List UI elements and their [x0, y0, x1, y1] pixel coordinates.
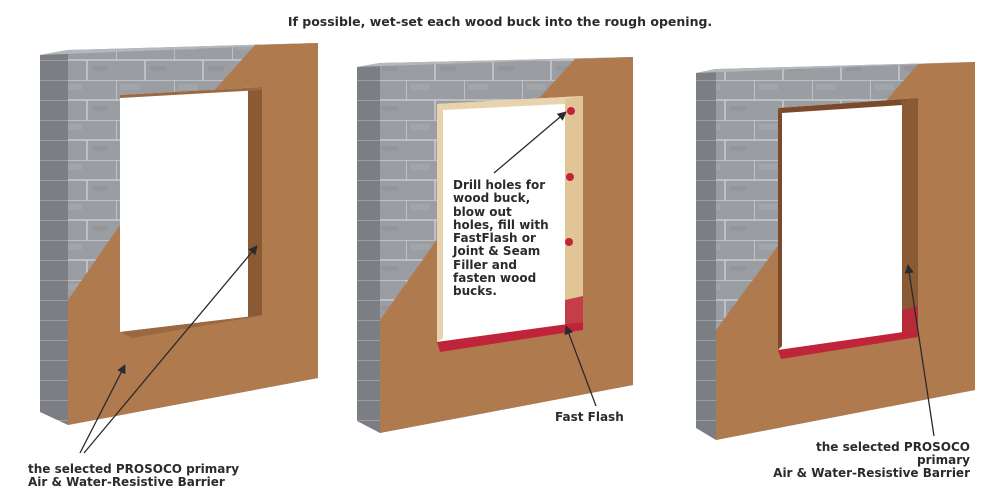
rough-opening: [437, 96, 583, 342]
leader-arrow-fastflash: [564, 325, 597, 407]
wood-buck-left: [437, 104, 443, 342]
jamb-right-return: [248, 87, 262, 318]
wall-top-edge: [696, 62, 975, 73]
wood-buck-head: [437, 96, 583, 110]
panel-1: [40, 43, 318, 425]
fast-flash-sill: [778, 330, 918, 359]
leader-arrow-left-1: [79, 364, 126, 454]
buck-right-covered: [902, 98, 918, 334]
note-line: bucks.: [453, 284, 497, 299]
filled-hole-3: [565, 238, 573, 246]
fast-flash-corner: [565, 296, 583, 330]
note-line: Drill holes for: [453, 178, 546, 192]
filled-hole-1: [567, 107, 575, 115]
label-line: Air & Water-Resistive Barrier: [773, 466, 970, 480]
wall-side-face: [357, 63, 380, 433]
drill-holes-note: Drill holes for wood buck, blow out hole…: [453, 178, 573, 299]
leader-arrow-drill: [493, 111, 567, 174]
note-line: Joint & Seam: [453, 244, 541, 259]
filled-hole-2: [566, 173, 574, 181]
note-line: holes, fill with: [453, 217, 549, 232]
wood-buck-right: [565, 96, 583, 326]
wall-side-face: [696, 69, 716, 440]
heading: If possible, wet-set each wood buck into…: [287, 14, 713, 29]
note-line: FastFlash or: [453, 231, 536, 246]
head-return: [120, 87, 262, 98]
rough-opening: [778, 98, 918, 350]
leader-arrow-left-2: [83, 245, 258, 454]
rough-opening: [120, 87, 262, 332]
fast-flash-sill: [437, 322, 583, 352]
note-line: blow out: [453, 204, 512, 219]
note-line: Filler and: [453, 257, 518, 272]
wall-top-edge: [40, 43, 318, 55]
fast-flash-corner: [902, 306, 918, 337]
buck-head-covered: [778, 98, 918, 113]
note-line: fasten wood: [453, 271, 537, 286]
panel-2: [357, 57, 633, 433]
label-line: the selected PROSOCO primary: [28, 462, 240, 476]
label-line: the selected PROSOCO primary: [816, 440, 970, 467]
note-line: wood buck,: [453, 191, 531, 206]
sill-return: [120, 315, 262, 338]
label-line: Air & Water-Resistive Barrier: [28, 475, 225, 489]
buck-left-covered: [778, 108, 782, 350]
wall-side-face: [40, 50, 68, 425]
panel-3: [696, 62, 975, 440]
leader-arrow-right: [904, 264, 935, 437]
barrier-label-left: the selected PROSOCO primary Air & Water…: [28, 463, 288, 489]
barrier-label-right: the selected PROSOCO primary Air & Water…: [760, 441, 970, 480]
fast-flash-label: Fast Flash: [555, 410, 624, 424]
wall-top-edge: [357, 57, 633, 67]
